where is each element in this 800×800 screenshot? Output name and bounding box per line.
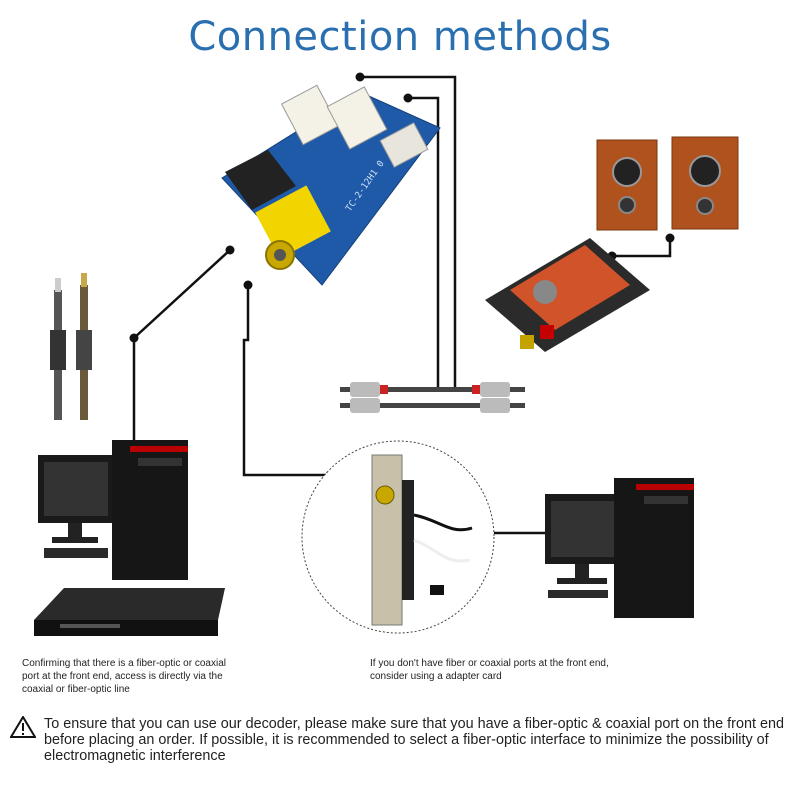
wire-board-rca-top	[360, 75, 457, 387]
rca-cable	[340, 382, 525, 413]
left-computer	[38, 440, 188, 580]
decoder-board: TC-2-12H1 0	[221, 84, 441, 286]
wire-speakers-to-amp	[612, 238, 672, 258]
dvd-player	[34, 588, 225, 636]
wire-to-left-pc	[132, 249, 231, 440]
left-caption: Confirming that there is a fiber-optic o…	[22, 658, 226, 695]
wire-board-rca-bottom	[408, 96, 440, 392]
adapter-card	[301, 440, 495, 634]
wire-to-adapter-card	[242, 285, 330, 477]
right-caption: If you don't have fiber or coaxial ports…	[370, 658, 609, 682]
amplifier-board	[485, 238, 650, 352]
speakers	[596, 136, 739, 231]
connection-wires	[132, 75, 672, 535]
cables-left	[50, 273, 92, 420]
right-computer	[545, 478, 694, 618]
warning-triangle-icon	[10, 716, 36, 738]
page-title: Connection methods	[188, 14, 612, 60]
warning-text: To ensure that you can use our decoder, …	[44, 716, 784, 764]
